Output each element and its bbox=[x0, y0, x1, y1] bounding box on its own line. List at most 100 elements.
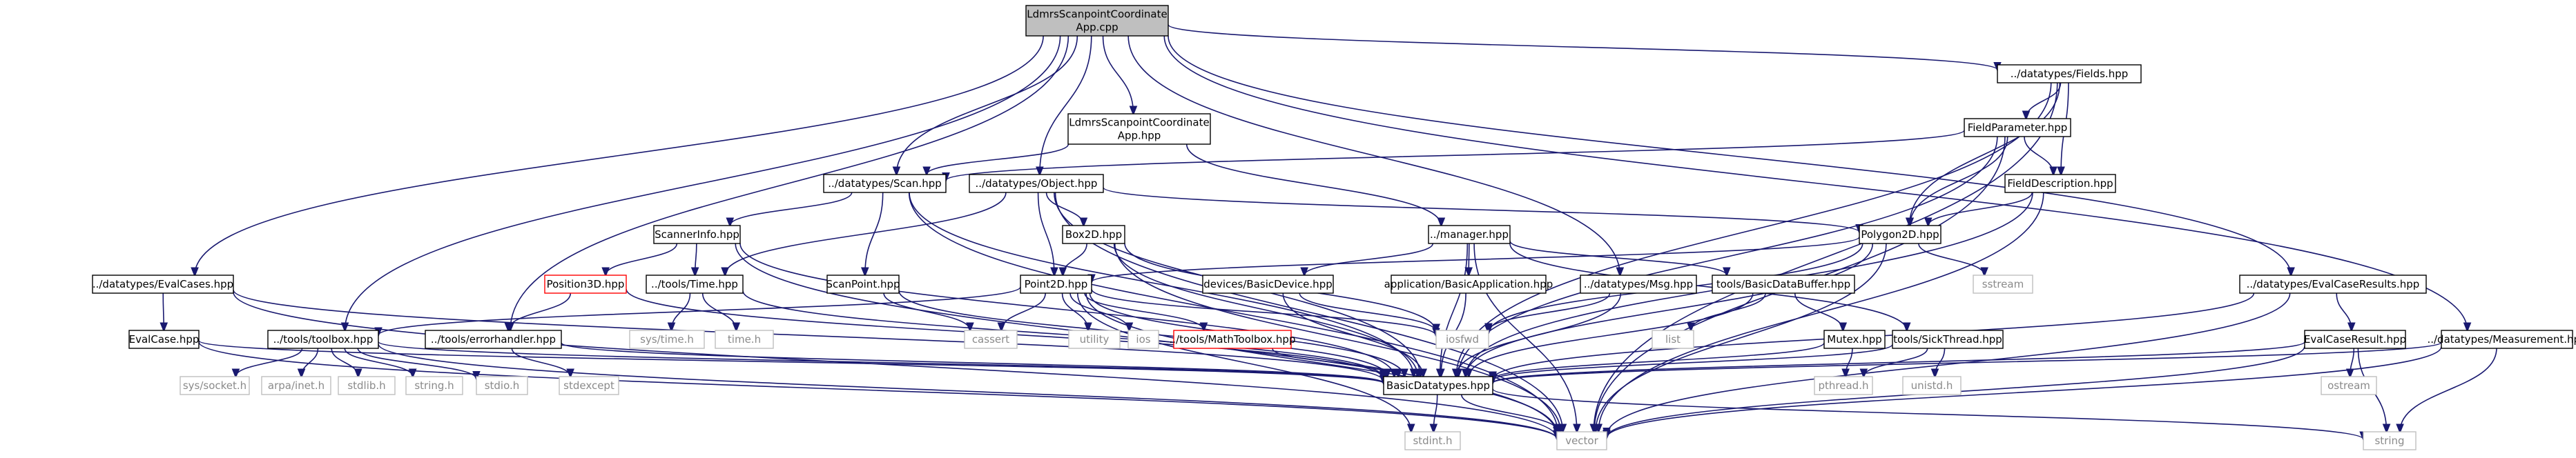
node-object[interactable]: ../datatypes/Object.hpp bbox=[969, 174, 1104, 193]
node-label: ../tools/Time.hpp bbox=[651, 278, 738, 290]
node-label: App.hpp bbox=[1118, 130, 1161, 142]
node-position3d[interactable]: Position3D.hpp bbox=[544, 275, 627, 294]
node-sickthread[interactable]: tools/SickThread.hpp bbox=[1892, 330, 2004, 349]
node-vector: vector bbox=[1556, 431, 1607, 450]
node-sstream: sstream bbox=[1973, 275, 2033, 294]
node-box bbox=[2004, 174, 2116, 193]
edge-box2d-to-vector bbox=[1114, 243, 1561, 432]
node-label: ../tools/toolbox.hpp bbox=[273, 333, 374, 346]
node-fielddesc[interactable]: FieldDescription.hpp bbox=[2004, 174, 2116, 193]
node-mathtoolbox[interactable]: ../tools/MathToolbox.hpp bbox=[1170, 330, 1296, 349]
node-box bbox=[2321, 376, 2377, 395]
node-box bbox=[1652, 330, 1694, 349]
node-label: utility bbox=[1080, 333, 1110, 346]
node-basicdatatypes[interactable]: BasicDatatypes.hpp bbox=[1383, 376, 1493, 395]
edge-point2d-to-iosfwd bbox=[1091, 288, 1436, 336]
node-box bbox=[1712, 275, 1855, 294]
node-box2d[interactable]: Box2D.hpp bbox=[1062, 225, 1125, 244]
node-basicdevice[interactable]: devices/BasicDevice.hpp bbox=[1202, 275, 1334, 294]
edge-root-to-evalcases bbox=[195, 35, 1044, 275]
edge-scan-to-scanpoint bbox=[865, 192, 884, 275]
node-box bbox=[2304, 330, 2406, 349]
edge-root-to-errorhandler bbox=[510, 35, 1069, 330]
node-label: sstream bbox=[1982, 278, 2024, 290]
edge-fields-to-basicdatatypes bbox=[1456, 82, 2052, 377]
node-label: ScanPoint.hpp bbox=[826, 278, 900, 290]
edge-basicdevice-to-iosfwd bbox=[1299, 292, 1436, 332]
edge-point2d-to-vector bbox=[1085, 292, 1557, 433]
node-msg[interactable]: ../datatypes/Msg.hpp bbox=[1580, 275, 1697, 294]
node-toolbox[interactable]: ../tools/toolbox.hpp bbox=[267, 330, 379, 349]
edge-databuffer-to-mutex bbox=[1794, 292, 1843, 330]
node-list: list bbox=[1652, 330, 1694, 349]
edge-polygon2d-to-basicdatatypes bbox=[1466, 243, 1874, 377]
node-label: Mutex.hpp bbox=[1827, 333, 1882, 346]
node-measurement[interactable]: ../datatypes/Measurement.hpp bbox=[2427, 330, 2576, 349]
node-stdlib: stdlib.h bbox=[338, 376, 396, 395]
node-scan[interactable]: ../datatypes/Scan.hpp bbox=[823, 174, 947, 193]
edge-object-to-box2d bbox=[1045, 192, 1084, 226]
node-fields[interactable]: ../datatypes/Fields.hpp bbox=[1997, 64, 2142, 83]
node-label: unistd.h bbox=[1911, 379, 1953, 392]
node-evalcaseresults[interactable]: ../datatypes/EvalCaseResults.hpp bbox=[2239, 275, 2427, 294]
node-unistd: unistd.h bbox=[1902, 376, 1962, 395]
node-box bbox=[969, 174, 1104, 193]
edge-measurement-to-basicdatatypes bbox=[1493, 341, 2442, 383]
node-box bbox=[1173, 330, 1292, 349]
edge-object-to-time bbox=[725, 192, 1007, 275]
node-basicapp[interactable]: application/BasicApplication.hpp bbox=[1384, 275, 1553, 294]
node-box bbox=[1067, 113, 1211, 145]
node-point2d[interactable]: Point2D.hpp bbox=[1020, 275, 1092, 294]
node-databuffer[interactable]: tools/BasicDataBuffer.hpp bbox=[1712, 275, 1855, 294]
node-box bbox=[1428, 225, 1511, 244]
node-label: string bbox=[2374, 435, 2404, 447]
node-evalcases[interactable]: ../datatypes/EvalCases.hpp bbox=[92, 275, 234, 294]
node-iosfwd: iosfwd bbox=[1435, 330, 1489, 349]
node-box bbox=[1391, 275, 1547, 294]
node-time[interactable]: ../tools/Time.hpp bbox=[646, 275, 744, 294]
node-polygon2d[interactable]: Polygon2D.hpp bbox=[1859, 225, 1941, 244]
node-box bbox=[338, 376, 396, 395]
node-label: sys/socket.h bbox=[183, 379, 246, 392]
node-box bbox=[1823, 330, 1886, 349]
node-box bbox=[1435, 330, 1489, 349]
node-label: ../tools/MathToolbox.hpp bbox=[1170, 333, 1296, 346]
node-label: pthread.h bbox=[1819, 379, 1869, 392]
edge-polygon2d-to-point2d bbox=[1092, 236, 1860, 281]
node-label: stdint.h bbox=[1413, 435, 1452, 447]
node-ios: ios bbox=[1127, 330, 1159, 349]
node-scannerinfo[interactable]: ScannerInfo.hpp bbox=[653, 225, 741, 244]
edge-toolbox-to-vector bbox=[378, 344, 1557, 439]
node-utility: utility bbox=[1068, 330, 1121, 349]
edge-basicdatatypes-to-stdint bbox=[1433, 394, 1438, 432]
node-fieldparam[interactable]: FieldParameter.hpp bbox=[1964, 118, 2071, 137]
node-evalcaseresult[interactable]: EvalCaseResult.hpp bbox=[2304, 330, 2406, 349]
node-label: stdio.h bbox=[485, 379, 520, 392]
node-label: ../datatypes/EvalCaseResults.hpp bbox=[2247, 278, 2420, 290]
node-label: EvalCase.hpp bbox=[129, 333, 200, 346]
node-manager[interactable]: ../manager.hpp bbox=[1428, 225, 1511, 244]
node-label: cassert bbox=[972, 333, 1009, 346]
node-box bbox=[964, 330, 1018, 349]
edge-toolbox-to-stdio bbox=[357, 348, 476, 379]
edge-evalcase-to-vector bbox=[198, 341, 1557, 439]
edge-evalcase-to-basicdatatypes bbox=[198, 340, 1384, 384]
edge-manager-to-databuffer bbox=[1509, 240, 1727, 275]
node-evalcase[interactable]: EvalCase.hpp bbox=[128, 330, 200, 349]
node-ostream: ostream bbox=[2321, 376, 2377, 395]
edge-scannerinfo-to-time bbox=[695, 243, 697, 275]
node-box bbox=[1892, 330, 2004, 349]
edge-object-to-polygon2d bbox=[1103, 187, 1859, 232]
edge-object-to-point2d bbox=[1037, 192, 1054, 275]
node-errorhandler[interactable]: ../tools/errorhandler.hpp bbox=[425, 330, 562, 349]
edge-measurement-to-vector bbox=[1607, 346, 2442, 438]
node-box bbox=[1902, 376, 1962, 395]
node-mutex[interactable]: Mutex.hpp bbox=[1823, 330, 1886, 349]
node-label: devices/BasicDevice.hpp bbox=[1203, 278, 1332, 290]
node-box bbox=[826, 275, 900, 294]
node-box bbox=[1202, 275, 1334, 294]
node-scanpoint[interactable]: ScanPoint.hpp bbox=[826, 275, 900, 294]
